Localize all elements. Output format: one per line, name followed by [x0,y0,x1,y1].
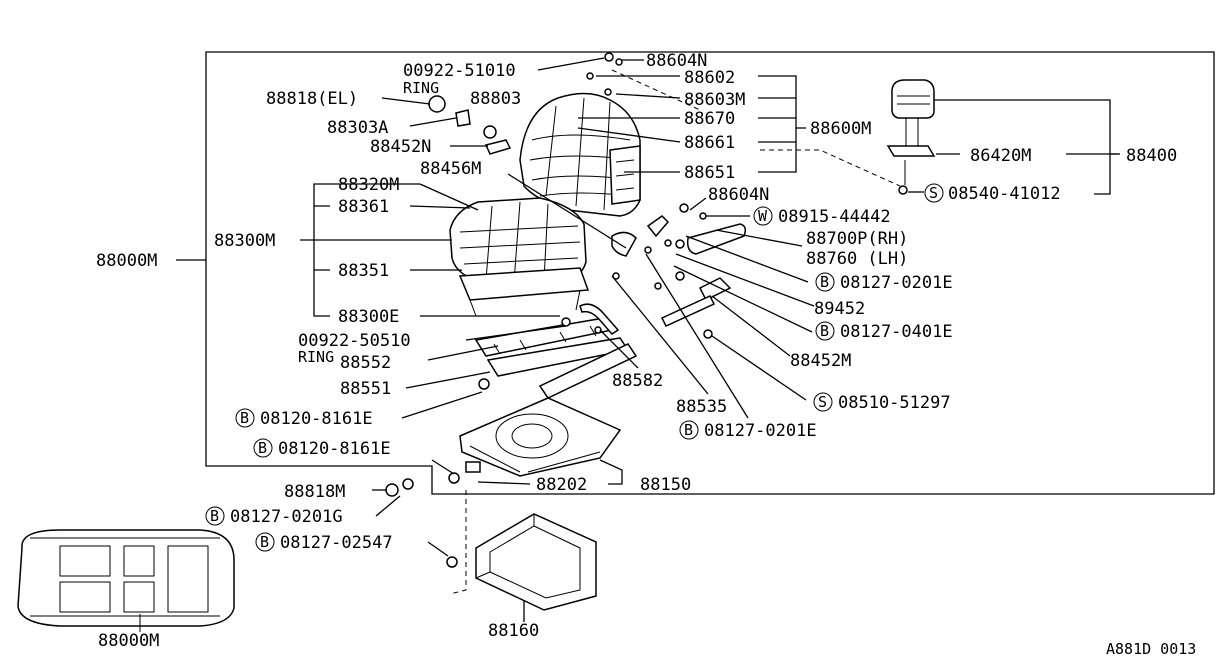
svg-text:W: W [758,207,768,225]
svg-text:08915-44442: 08915-44442 [778,207,891,227]
svg-text:B: B [820,322,829,340]
label-88604N-top: 88604N [646,51,707,71]
label-86420M: 86420M [970,146,1031,166]
seat-rails-part [474,303,638,399]
label-ring-1: RING [403,79,439,97]
label-88818EL: 88818(EL) [266,89,358,109]
svg-text:08120-8161E: 08120-8161E [260,409,373,429]
seat-cushion-part [449,197,590,317]
label-88361: 88361 [338,197,389,217]
svg-text:08127-02547: 08127-02547 [280,533,393,553]
label-08540-41012: S 08540-41012 [924,183,1061,204]
label-88602: 88602 [684,68,735,88]
svg-text:08540-41012: 08540-41012 [948,184,1061,204]
label-88803: 88803 [470,89,521,109]
label-88456M: 88456M [420,159,481,179]
label-88661: 88661 [684,133,735,153]
svg-text:08127-0201E: 08127-0201E [704,421,817,441]
label-08127-0201E-a: B 08127-0201E [815,272,953,293]
label-88651: 88651 [684,163,735,183]
armrest-part [611,215,747,257]
label-88320M: 88320M [338,175,399,195]
svg-text:08127-0201E: 08127-0201E [840,273,953,293]
label-08120-8161E-a: B 08120-8161E [235,408,373,429]
vehicle-outline-inset [17,529,235,632]
label-08127-02547: B 08127-02547 [255,532,393,553]
leader-lines [176,57,1120,622]
label-88202: 88202 [536,475,587,495]
label-08120-8161E-b: B 08120-8161E [253,438,391,459]
label-08127-0201E-c: B 08127-0201E [679,420,817,441]
headrest-part [886,79,936,195]
label-88535: 88535 [676,397,727,417]
svg-text:B: B [210,507,219,525]
svg-text:08127-0201G: 08127-0201G [230,507,343,527]
label-88452M: 88452M [790,351,851,371]
label-88582: 88582 [612,371,663,391]
label-88552: 88552 [340,353,391,373]
label-88300M: 88300M [214,231,275,251]
part-labels: 00922-51010 RING 88604N 88602 88603M 886… [96,51,1196,658]
label-00922-51010: 00922-51010 [403,61,516,81]
label-88000M-vehicle: 88000M [98,631,159,651]
svg-text:B: B [260,533,269,551]
label-88452N: 88452N [370,137,431,157]
diagram-code: A881D 0013 [1106,640,1196,658]
label-88000M-frame: 88000M [96,251,157,271]
svg-text:S: S [929,184,938,202]
label-88818M: 88818M [284,482,345,502]
svg-text:B: B [684,421,693,439]
label-ring-2: RING [298,348,334,366]
label-88670: 88670 [684,109,735,129]
svg-text:08510-51297: 08510-51297 [838,393,951,413]
label-08127-0201G: B 08127-0201G [205,506,343,527]
label-88603M: 88603M [684,90,745,110]
svg-text:08127-0401E: 08127-0401E [840,322,953,342]
svg-text:B: B [240,409,249,427]
label-08127-0401E: B 08127-0401E [815,321,953,342]
label-08915-44442: W 08915-44442 [753,206,891,227]
small-fasteners [385,52,732,568]
label-88760: 88760 (LH) [806,249,908,269]
label-88303A: 88303A [327,118,388,138]
label-08510-51297: S 08510-51297 [813,392,951,413]
label-88400: 88400 [1126,146,1177,166]
label-88300E: 88300E [338,307,399,327]
swivel-base-part [448,397,622,484]
seat-back-part [519,92,641,217]
label-88600M: 88600M [810,119,871,139]
main-frame [205,51,1215,495]
label-88150: 88150 [640,475,691,495]
label-88551: 88551 [340,379,391,399]
label-88700P: 88700P(RH) [806,229,908,249]
label-89452: 89452 [814,299,865,319]
label-88604N-mid: 88604N [708,185,769,205]
svg-text:S: S [818,393,827,411]
svg-text:08120-8161E: 08120-8161E [278,439,391,459]
svg-text:B: B [258,439,267,457]
label-88351: 88351 [338,261,389,281]
label-00922-50510: 00922-50510 [298,331,411,351]
seat-stand-part [475,513,597,611]
label-88160: 88160 [488,621,539,641]
svg-text:B: B [820,273,829,291]
